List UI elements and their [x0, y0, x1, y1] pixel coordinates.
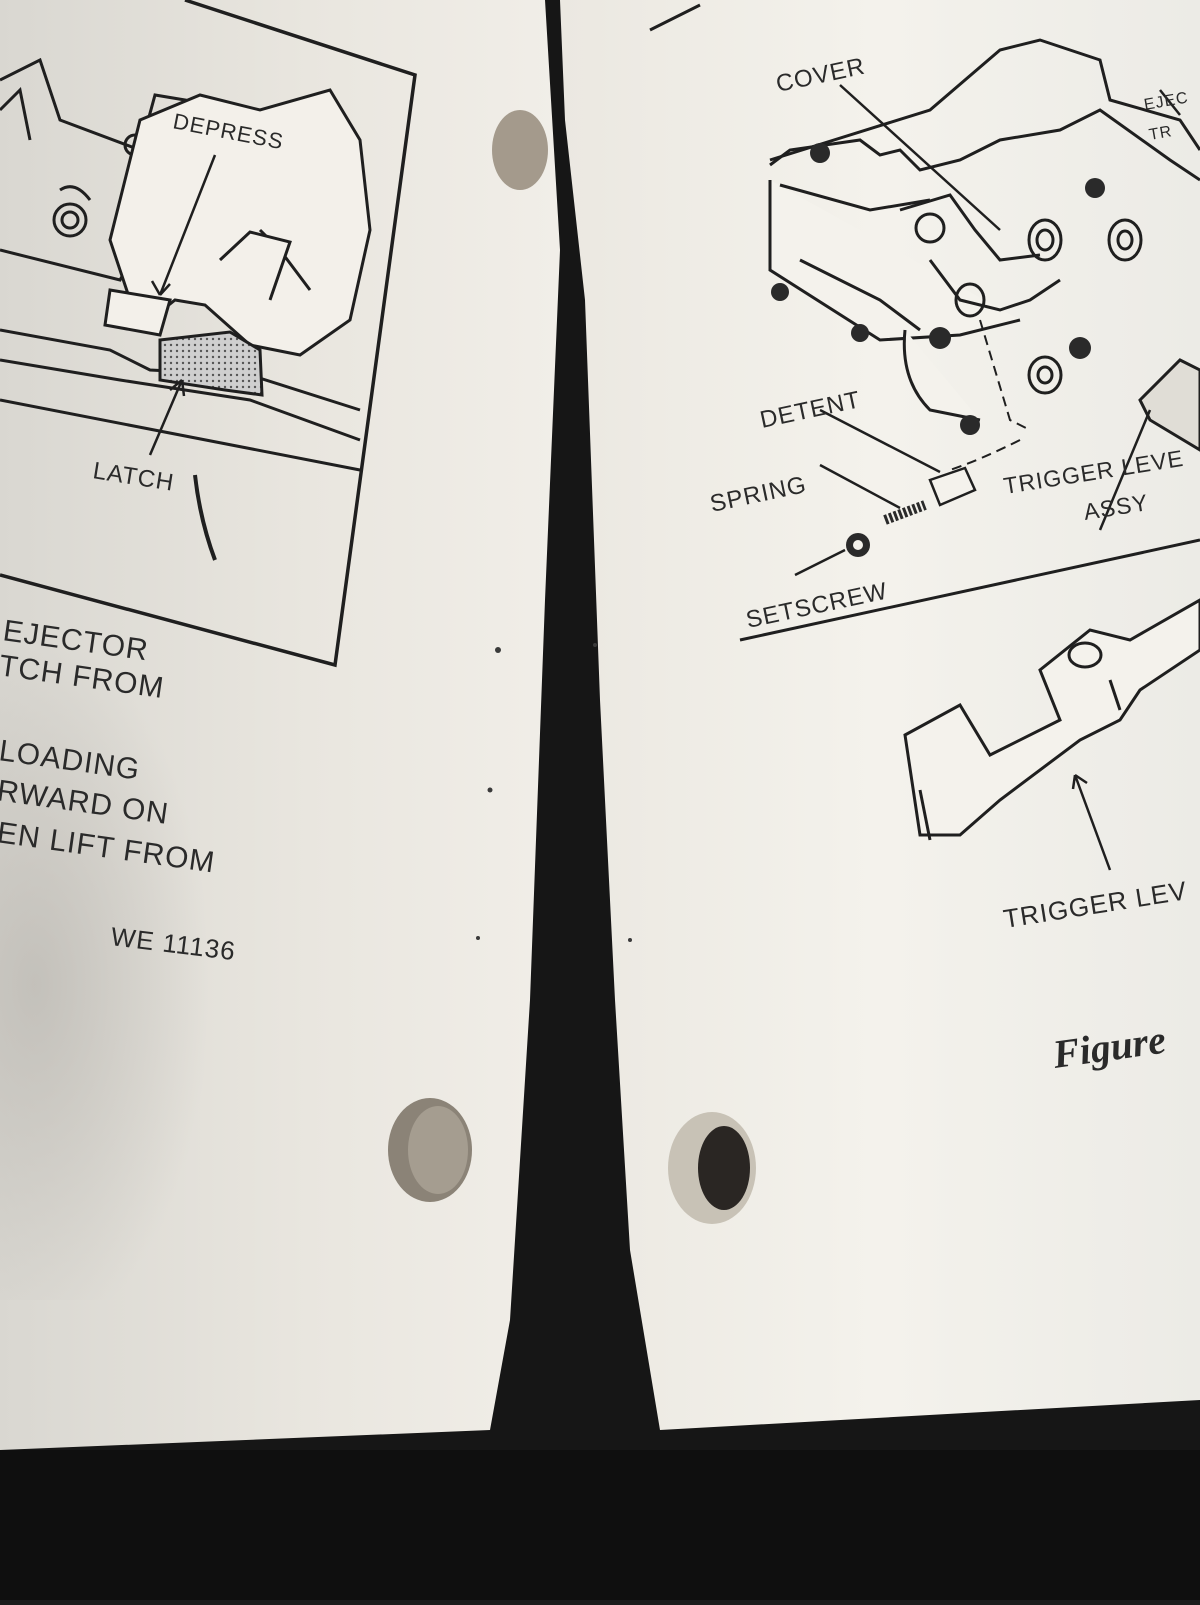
left-illustration: [0, 0, 417, 668]
punch-hole-left-inner: [408, 1106, 468, 1194]
right-illustration: [649, 3, 1200, 871]
punch-hole-right-inner: [698, 1126, 750, 1210]
label-ejector-partial-2: TR: [1148, 123, 1174, 144]
table-edge: [0, 1450, 1200, 1600]
punch-hole-top: [492, 110, 548, 190]
paper-specks: [476, 643, 632, 942]
hand-shadow: [0, 600, 350, 1300]
